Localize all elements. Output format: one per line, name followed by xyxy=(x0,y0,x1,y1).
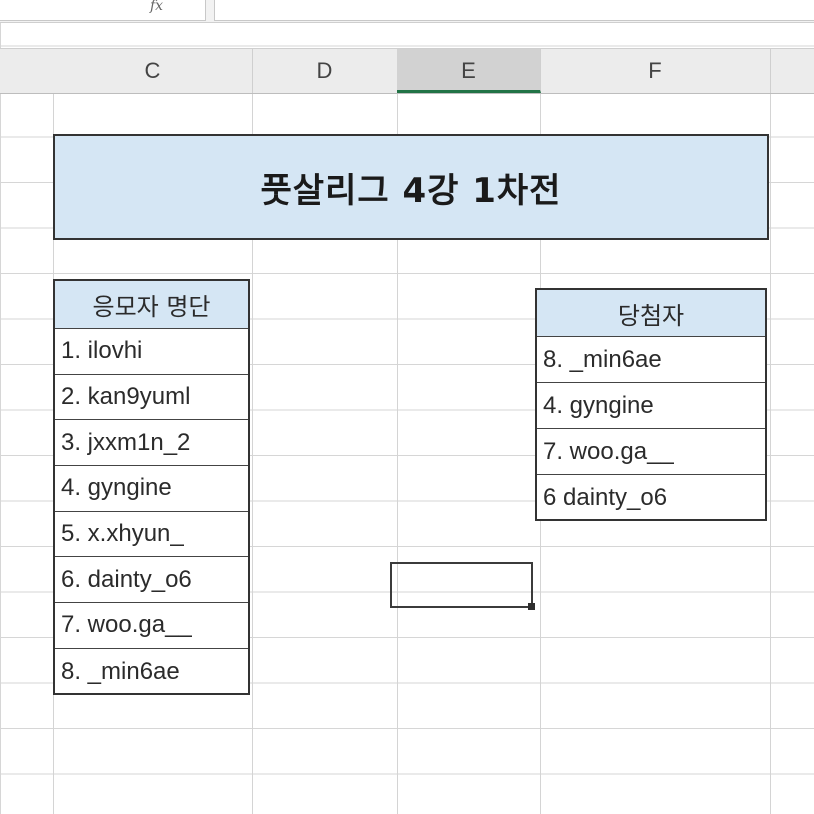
gridline xyxy=(252,50,253,814)
applicants-header[interactable]: 응모자 명단 xyxy=(55,281,248,329)
column-header-g[interactable] xyxy=(770,49,814,93)
column-header-e[interactable]: E xyxy=(397,49,541,93)
applicant-row[interactable]: 2. kan9yuml xyxy=(55,375,248,421)
applicant-row[interactable]: 7. woo.ga__ xyxy=(55,603,248,649)
fill-handle[interactable] xyxy=(528,603,535,610)
applicant-row[interactable]: 4. gyngine xyxy=(55,466,248,512)
winner-row[interactable]: 4. gyngine xyxy=(537,383,765,429)
title-cell[interactable]: 풋살리그 4강 1차전 xyxy=(53,134,769,240)
column-header-bar: C D E F xyxy=(0,48,814,94)
winner-row[interactable]: 8. _min6ae xyxy=(537,337,765,383)
column-header-f[interactable]: F xyxy=(540,49,771,93)
winner-row[interactable]: 7. woo.ga__ xyxy=(537,429,765,475)
applicants-table: 응모자 명단 1. ilovhi 2. kan9yuml 3. jxxm1n_2… xyxy=(53,279,250,695)
winners-table: 당첨자 8. _min6ae 4. gyngine 7. woo.ga__ 6 … xyxy=(535,288,767,521)
applicant-row[interactable]: 6. dainty_o6 xyxy=(55,557,248,604)
applicant-row[interactable]: 1. ilovhi xyxy=(55,329,248,375)
applicant-row[interactable]: 8. _min6ae xyxy=(61,657,180,685)
column-header-c[interactable]: C xyxy=(53,49,253,93)
formula-input[interactable] xyxy=(214,0,814,21)
winners-header[interactable]: 당첨자 xyxy=(537,290,765,337)
gridline xyxy=(770,50,771,814)
function-icon[interactable]: fx xyxy=(150,0,164,14)
active-cell-selection[interactable] xyxy=(390,562,533,608)
page-title: 풋살리그 4강 1차전 xyxy=(260,170,562,211)
applicant-row[interactable]: 5. x.xhyun_ xyxy=(55,512,248,558)
name-box[interactable] xyxy=(0,0,206,21)
column-header-d[interactable]: D xyxy=(252,49,398,93)
winner-row[interactable]: 6 dainty_o6 xyxy=(543,484,668,511)
applicant-row[interactable]: 3. jxxm1n_2 xyxy=(55,420,248,467)
gridline xyxy=(397,50,398,814)
formula-bar: fx xyxy=(0,0,814,23)
